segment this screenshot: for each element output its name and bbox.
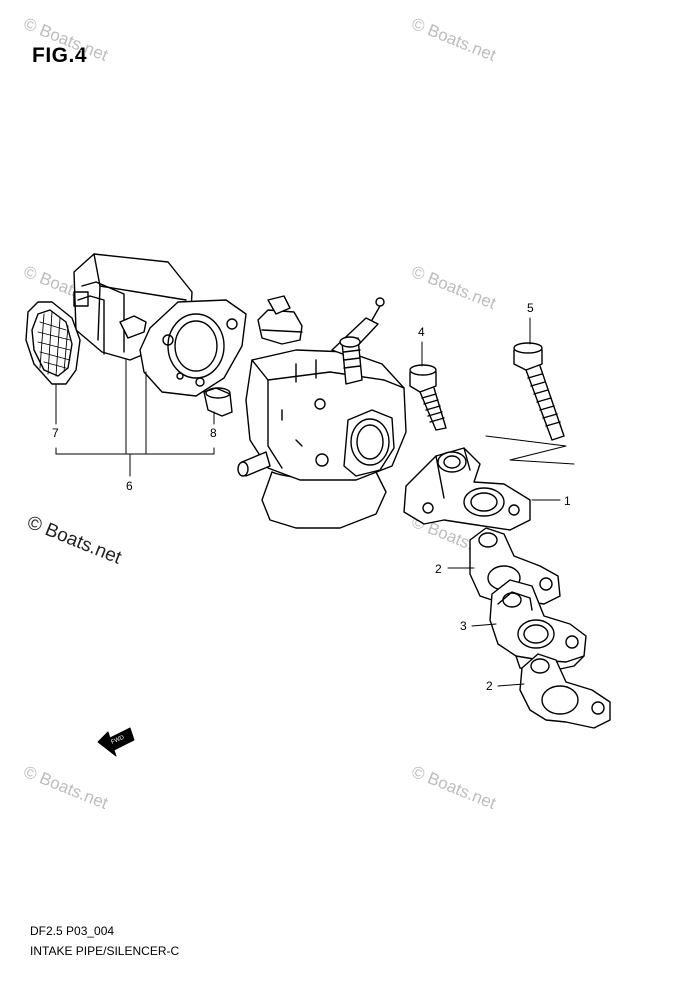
bolt-long-part bbox=[513, 342, 565, 441]
silencer-case-part bbox=[73, 253, 247, 397]
bolt-short-part bbox=[409, 364, 447, 431]
callout-3: 3 bbox=[460, 619, 467, 633]
diagram-code: DF2.5 P03_004 bbox=[30, 924, 115, 938]
callout-1: 1 bbox=[564, 494, 571, 508]
filter-mesh-part bbox=[25, 301, 81, 385]
fwd-arrow-icon: FWD bbox=[97, 727, 135, 757]
callout-8: 8 bbox=[210, 426, 217, 440]
insulator-part bbox=[489, 579, 587, 673]
figure-title: FIG.4 bbox=[32, 44, 88, 67]
callout-2-upper: 2 bbox=[435, 562, 442, 576]
diagram-caption: INTAKE PIPE/SILENCER-C bbox=[30, 944, 180, 958]
intake-manifold-part bbox=[403, 447, 531, 531]
callout-6: 6 bbox=[126, 479, 133, 493]
callout-2-lower: 2 bbox=[486, 679, 493, 693]
gasket-lower-part bbox=[519, 653, 611, 729]
carburetor-assembly bbox=[237, 295, 407, 529]
callout-5: 5 bbox=[527, 301, 534, 315]
callout-4: 4 bbox=[418, 325, 425, 339]
collar-part bbox=[203, 387, 233, 417]
gasket-upper-part bbox=[469, 527, 561, 605]
fwd-label: FWD bbox=[110, 735, 126, 746]
callout-7: 7 bbox=[52, 426, 59, 440]
leader-lines bbox=[55, 317, 561, 687]
